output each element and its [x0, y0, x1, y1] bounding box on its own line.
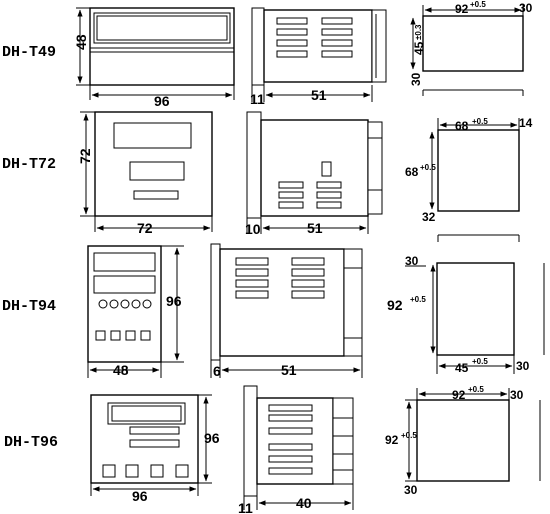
model-label: DH-T96 — [4, 434, 58, 451]
front-width-label: 48 — [113, 362, 129, 378]
depth-label: 40 — [296, 495, 312, 511]
cutout-width-tolerance: +0.5 — [472, 117, 488, 126]
cutout-outline — [422, 15, 524, 72]
side-view: 11 51 — [250, 7, 387, 107]
terminal-slots — [278, 181, 342, 209]
front-view: 72 72 — [77, 111, 213, 236]
model-label: DH-T72 — [2, 156, 56, 173]
display-window-upper — [113, 122, 192, 149]
depth-label: 51 — [307, 220, 323, 236]
keypad-buttons — [102, 464, 189, 478]
depth-label: 51 — [311, 87, 327, 103]
cutout-height-tolerance: +0.5 — [410, 295, 426, 304]
display-window-upper-inner — [111, 405, 182, 422]
model-row-dh-t96: DH-T96 96 96 — [4, 385, 541, 514]
cutout-width-tolerance: +0.5 — [472, 357, 488, 366]
flange-label: 11 — [238, 500, 253, 514]
panel-cutout: 92 +0.5 30 92 +0.5 30 — [385, 385, 541, 497]
min-spacing-v-label: 30 — [405, 254, 419, 268]
model-label: DH-T94 — [2, 298, 56, 315]
terminal-slots — [268, 404, 313, 475]
display-window-inner — [96, 15, 228, 41]
front-width-label: 72 — [137, 220, 153, 236]
cutout-height-label: 45 — [412, 41, 426, 55]
flange-label: 6 — [213, 363, 221, 379]
keypad-strip — [133, 190, 179, 200]
min-spacing-h-label: 30 — [519, 1, 533, 15]
cutout-width-label: 45 — [455, 361, 469, 375]
side-view: 10 51 — [245, 111, 383, 237]
cutout-width-label: 92 — [455, 2, 469, 16]
min-spacing-v-label: 32 — [422, 210, 436, 224]
front-width-label: 96 — [154, 93, 170, 109]
cutout-outline — [436, 262, 515, 356]
display-window-upper — [93, 252, 156, 272]
cutout-height-label: 68 — [405, 165, 419, 179]
min-spacing-v-label: 30 — [409, 72, 423, 86]
terminal-block — [367, 121, 383, 215]
min-spacing-h-label: 30 — [516, 359, 530, 373]
min-spacing-v-label: 30 — [404, 483, 418, 497]
display-window-lower — [93, 275, 156, 294]
front-height-label: 48 — [73, 34, 89, 50]
cutout-height-tolerance: +0.5 — [401, 431, 417, 440]
display-window-upper — [107, 402, 186, 425]
panel-cutout: 92 +0.5 30 45 ±0.3 30 — [409, 0, 533, 96]
cutout-width-tolerance: +0.5 — [468, 385, 484, 394]
display-window-lower — [129, 161, 185, 181]
display-strip-2 — [129, 439, 180, 448]
flange-label: 11 — [250, 91, 265, 107]
cutout-height-tolerance: +0.5 — [420, 163, 436, 172]
panel-cutout: 68 +0.5 14 68 +0.5 32 — [405, 116, 533, 242]
front-panel-outline — [87, 245, 162, 363]
min-spacing-h-label: 30 — [510, 388, 524, 402]
cutout-outline — [437, 129, 520, 212]
model-label: DH-T49 — [2, 44, 56, 61]
model-row-dh-t72: DH-T72 72 72 — [2, 111, 533, 242]
cutout-height-label: 92 — [385, 433, 399, 447]
terminal-slots — [276, 17, 353, 58]
front-view: 96 48 — [87, 245, 184, 378]
keypad-buttons — [95, 330, 151, 341]
connector-tab — [321, 161, 332, 177]
model-row-dh-t94: DH-T94 96 48 — [2, 243, 545, 379]
bezel-flange — [243, 385, 258, 497]
front-view: 96 96 — [90, 394, 220, 504]
front-panel-outline — [89, 7, 235, 86]
front-height-label: 96 — [204, 430, 220, 446]
panel-cutout: 30 92 +0.5 45 +0.5 30 — [387, 254, 545, 375]
front-panel-outline — [90, 394, 199, 484]
front-view: 48 96 — [73, 7, 235, 109]
terminal-block — [371, 9, 387, 83]
front-height-label: 72 — [77, 148, 93, 164]
cutout-width-label: 92 — [452, 388, 466, 402]
cutout-height-tolerance: ±0.3 — [414, 24, 423, 40]
min-spacing-h-label: 14 — [519, 116, 533, 130]
front-panel-outline — [94, 111, 213, 217]
flange-label: 10 — [245, 221, 261, 237]
bezel-flange — [246, 111, 262, 219]
housing-body — [260, 119, 369, 217]
display-window — [93, 12, 231, 44]
terminal-slots — [235, 257, 325, 299]
model-row-dh-t49: DH-T49 48 96 — [2, 0, 533, 109]
bezel-flange — [251, 7, 265, 86]
side-view: 11 40 — [238, 385, 354, 514]
cutout-height-label: 92 — [387, 297, 403, 313]
cutout-width-label: 68 — [455, 119, 469, 133]
display-strip-1 — [129, 426, 180, 435]
depth-label: 51 — [281, 362, 297, 378]
bezel-flange — [210, 243, 221, 361]
side-view: 6 51 — [210, 243, 363, 379]
cutout-width-tolerance: +0.5 — [470, 0, 486, 9]
terminal-block — [343, 248, 363, 357]
terminal-block — [332, 397, 354, 485]
front-width-label: 96 — [132, 488, 148, 504]
indicator-leds — [98, 299, 152, 309]
cutout-outline — [416, 399, 510, 482]
front-height-label: 96 — [166, 293, 182, 309]
